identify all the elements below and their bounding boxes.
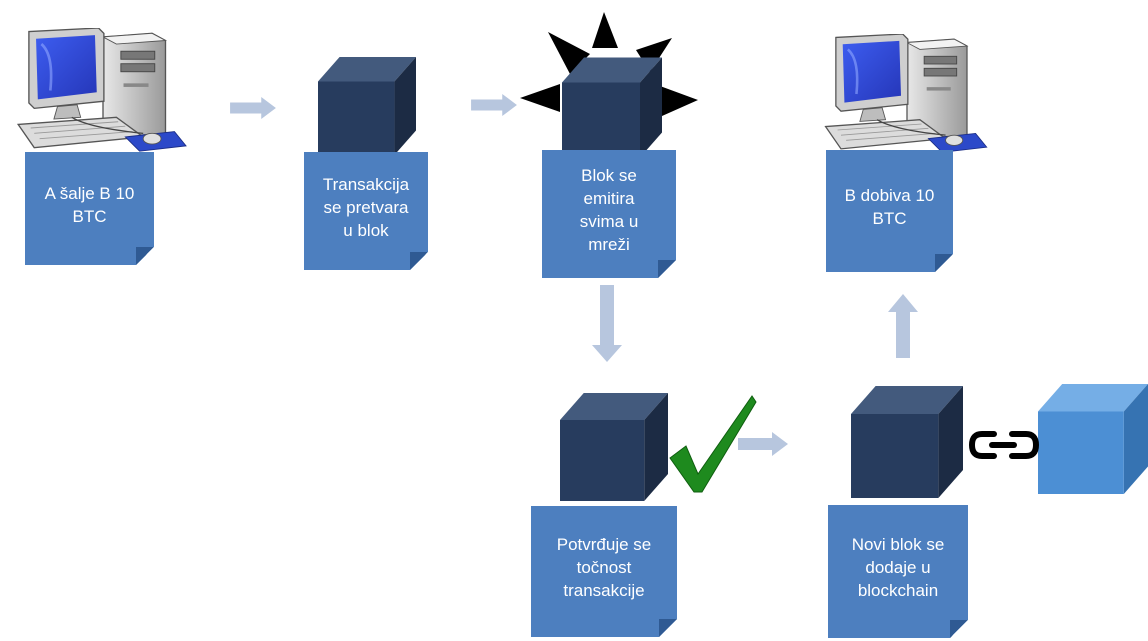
sender-computer-icon: [16, 28, 188, 153]
step-send-note: A šalje B 10 BTC: [25, 152, 154, 265]
chain-link-icon: [968, 431, 1040, 459]
block-cube-icon: [318, 57, 416, 155]
step-append-note: Novi blok se dodaje u blockchain: [828, 505, 968, 638]
chain-block-cube-icon: [1038, 384, 1148, 494]
arrow-icon: [888, 294, 918, 358]
step-send-label: A šalje B 10 BTC: [44, 183, 135, 226]
step-broadcast-note: Blok se emitira svima u mreži: [542, 150, 676, 278]
step-receive-note: B dobiva 10 BTC: [826, 150, 953, 272]
arrow-icon: [592, 285, 622, 362]
arrow-icon: [230, 97, 276, 119]
broadcast-block-cube-icon: [562, 57, 662, 158]
receiver-computer-icon: [824, 34, 989, 154]
new-block-cube-icon: [851, 386, 963, 498]
step-append-label: Novi blok se dodaje u blockchain: [851, 535, 945, 600]
step-verify-note: Potvrđuje se točnost transakcije: [531, 506, 677, 637]
step-verify-label: Potvrđuje se točnost transakcije: [556, 535, 652, 600]
step-to-block-note: Transakcija se pretvara u blok: [304, 152, 428, 270]
checkmark-icon: [669, 395, 757, 493]
arrow-icon: [471, 94, 517, 116]
step-broadcast-label: Blok se emitira svima u mreži: [579, 166, 639, 254]
arrow-icon: [738, 432, 788, 456]
step-receive-label: B dobiva 10 BTC: [844, 186, 935, 228]
verified-block-cube-icon: [560, 393, 668, 501]
step-to-block-label: Transakcija se pretvara u blok: [322, 174, 410, 240]
